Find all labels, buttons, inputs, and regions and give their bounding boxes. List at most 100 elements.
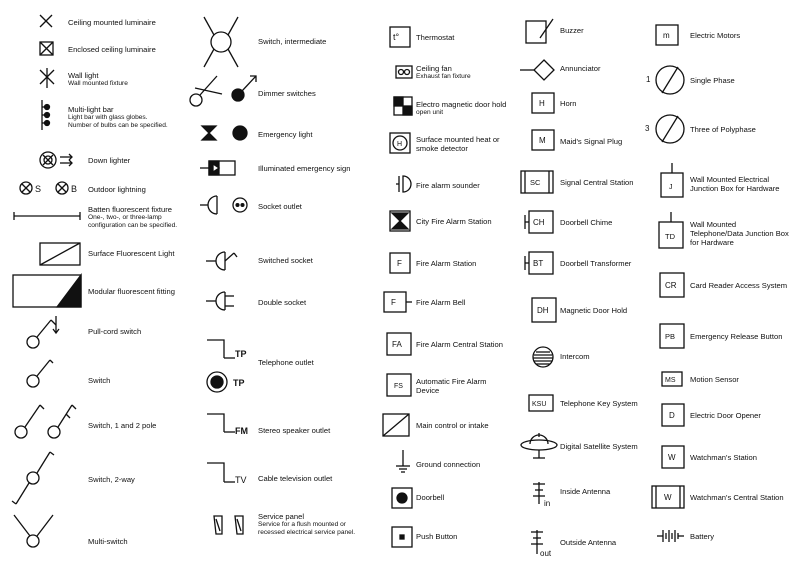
outdoor-b-text: B	[71, 184, 77, 194]
down-lighter-symbol	[39, 151, 73, 169]
label-telephone-outlet: Telephone outlet	[258, 358, 314, 367]
label-fire-alarm-bell: Fire Alarm Bell	[416, 298, 466, 307]
label-ceiling-luminaire: Ceiling mounted luminaire	[68, 18, 156, 27]
label-watchman-station: Watchman's Station	[690, 453, 758, 462]
fm-text: FM	[235, 426, 248, 436]
multi-light-sub1: Light bar with glass globes.	[68, 114, 148, 121]
label-modular-fluorescent: Modular fluorescent fitting	[88, 287, 175, 296]
label-pull-cord: Pull-cord switch	[88, 327, 142, 336]
watchman-central-symbol	[651, 485, 685, 509]
phase3-text: 3	[645, 124, 650, 133]
label-release-button: Emergency Release Button	[690, 332, 783, 341]
label-watchman-central: Watchman's Central Station	[690, 493, 784, 502]
heat-detector-symbol	[389, 132, 411, 154]
label-switched-socket: Switched socket	[258, 256, 313, 265]
label-maid-plug: Maid's Signal Plug	[560, 137, 623, 146]
label-card-reader: Card Reader Access System	[690, 281, 788, 290]
sc-text: SC	[530, 178, 541, 187]
satellite-symbol	[520, 433, 558, 459]
junction-l2: Junction Box for Hardware	[690, 184, 780, 193]
door-hold-box-symbol	[531, 297, 557, 323]
annunciator-symbol	[520, 59, 555, 81]
signal-central-symbol	[520, 170, 554, 194]
ceiling-fan-sub: Exhaust fan fixture	[416, 73, 471, 80]
label-switch-1-2: Switch, 1 and 2 pole	[88, 421, 157, 430]
label-thermostat: Thermostat	[416, 33, 455, 42]
fire-alarm-station-symbol	[389, 252, 411, 274]
label-emergency-light: Emergency light	[258, 130, 313, 139]
label-chime: Doorbell Chime	[560, 218, 613, 227]
maid-text: M	[539, 136, 546, 145]
multi-light-title: Multi-light bar	[68, 105, 114, 114]
fa-text: FA	[392, 340, 402, 349]
auto-fire-l1: Automatic Fire Alarm	[416, 377, 487, 386]
ch-text: CH	[533, 218, 545, 227]
release-button-symbol	[659, 323, 685, 349]
label-outdoor-light: Outdoor lightning	[88, 185, 146, 194]
ground-connection-symbol	[396, 450, 410, 473]
intercom-symbol	[532, 346, 554, 368]
motor-text: m	[663, 31, 670, 40]
heat-text: H	[397, 141, 402, 148]
door-hold-sub: open unit	[416, 109, 444, 116]
pull-cord-switch-symbol	[26, 316, 60, 349]
horn-symbol	[531, 92, 555, 114]
cable-tv-outlet-symbol	[207, 462, 235, 483]
label-buzzer: Buzzer	[560, 26, 584, 35]
label-push-button: Push Button	[416, 532, 458, 541]
label-dimmer: Dimmer switches	[258, 89, 316, 98]
double-socket-symbol	[206, 291, 234, 311]
dh-text: DH	[537, 306, 549, 315]
fa-central-symbol	[386, 332, 412, 356]
surface-fluorescent-symbol	[39, 242, 81, 266]
junction-l1: Wall Mounted Electrical	[690, 175, 770, 184]
socket-outlet-symbol	[200, 195, 248, 215]
td-text: TD	[665, 232, 676, 241]
multi-switch-symbol	[13, 514, 54, 548]
label-enclosed-luminaire: Enclosed ceiling luminaire	[68, 45, 156, 54]
tv-text: TV	[235, 475, 247, 485]
label-stereo-outlet: Stereo speaker outlet	[258, 426, 331, 435]
alarm-sounder-symbol	[396, 175, 412, 193]
tp2-text: TP	[233, 378, 245, 388]
switch-1-2-pole-symbol	[14, 404, 77, 439]
heat-detector-l2: smoke detector	[416, 144, 468, 153]
multi-light-bar-symbol	[41, 100, 51, 130]
outdoor-s-text: S	[35, 184, 41, 194]
illuminated-sign-symbol	[200, 160, 236, 176]
motor-symbol	[655, 24, 679, 46]
tp1-text: TP	[235, 349, 247, 359]
battery-symbol	[657, 530, 684, 542]
label-double-socket: Double socket	[258, 298, 307, 307]
j-text: J	[669, 184, 673, 191]
bt-text: BT	[533, 259, 543, 268]
label-signal-central: Signal Central Station	[560, 178, 634, 187]
data-junction-l1: Wall Mounted	[690, 220, 737, 229]
thermostat-symbol	[389, 26, 411, 48]
label-cable-tv: Cable television outlet	[258, 474, 333, 483]
outdoor-light-symbol	[19, 181, 69, 195]
inside-text: in	[544, 499, 550, 508]
service-panel-sub1: Service for a flush mounted or	[258, 521, 346, 528]
batten-sub1: One-, two-, or three-lamp	[88, 214, 162, 221]
data-junction-l3: for Hardware	[690, 238, 734, 247]
ceiling-fan-symbol	[395, 65, 413, 79]
batten-sub2: configuration can be specified.	[88, 222, 178, 229]
label-battery: Battery	[690, 532, 715, 541]
intermediate-switch-symbol	[203, 16, 239, 68]
motion-sensor-symbol	[661, 371, 683, 387]
outside-antenna-symbol	[531, 530, 543, 554]
label-socket-outlet: Socket outlet	[258, 202, 302, 211]
maid-plug-symbol	[531, 129, 555, 151]
label-fa-central: Fire Alarm Central Station	[416, 340, 503, 349]
label-intercom: Intercom	[560, 352, 590, 361]
heat-detector-l1: Surface mounted heat or	[416, 135, 500, 144]
label-motion-sensor: Motion Sensor	[690, 375, 739, 384]
telephone-outlet-symbol	[206, 339, 235, 393]
